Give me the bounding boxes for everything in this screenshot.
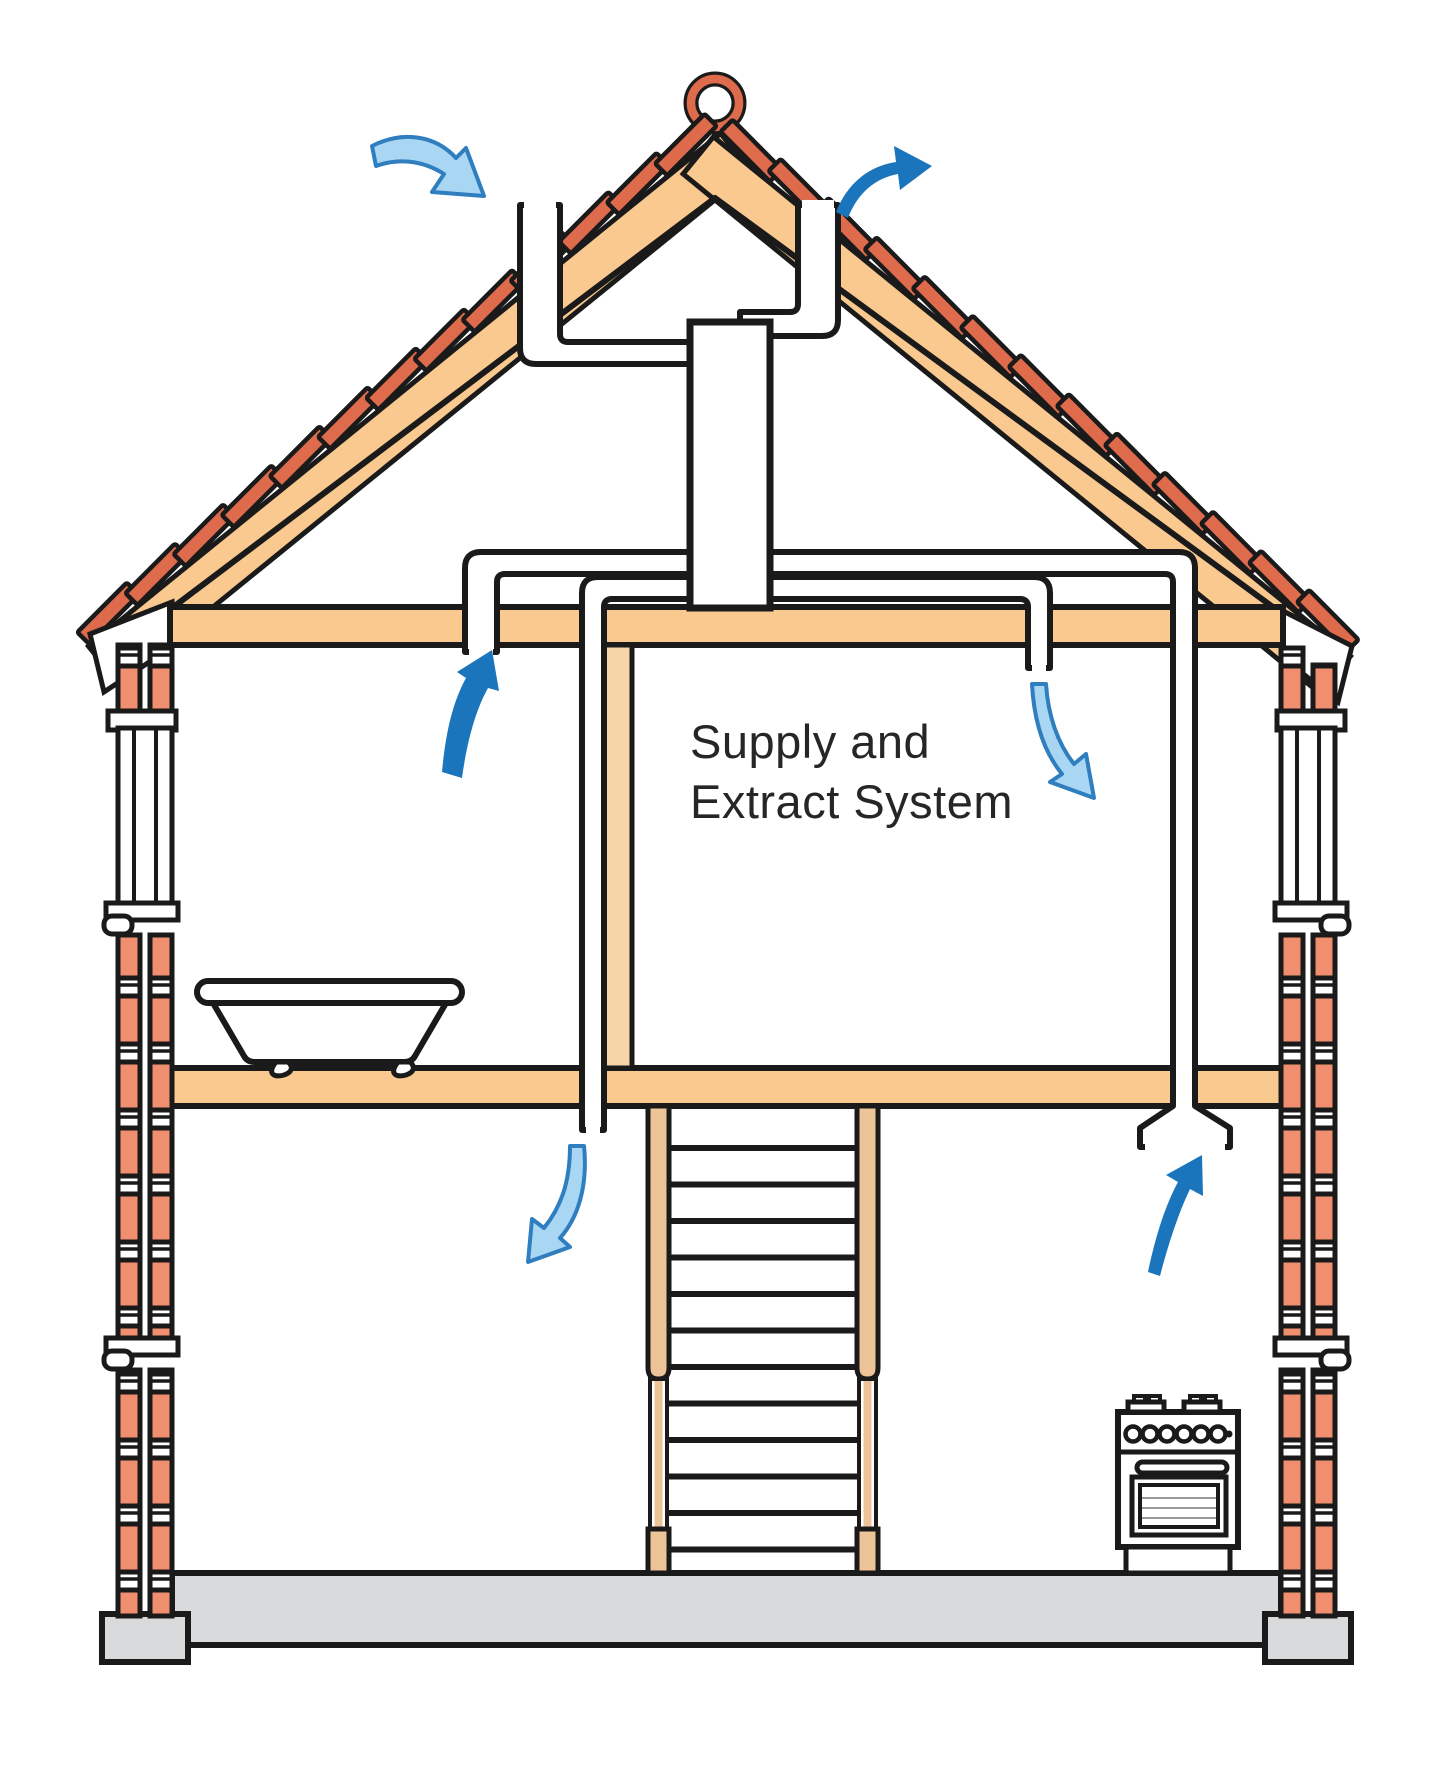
window-left — [115, 725, 175, 914]
bathtub — [194, 978, 465, 1079]
ductwork — [462, 202, 1233, 1150]
ledge-drip — [1318, 1348, 1352, 1372]
oven-window — [1138, 1483, 1220, 1529]
stale-air-exhaust-arrow — [836, 146, 932, 218]
cooker-handle — [1134, 1459, 1230, 1476]
stair-post-right-base — [854, 1526, 881, 1576]
first-floor-ceiling — [167, 604, 1286, 648]
cooker — [1115, 1394, 1241, 1576]
partition-wall — [601, 642, 635, 1071]
ledge-drip — [1318, 913, 1352, 937]
cooker-base — [1123, 1544, 1233, 1576]
stair-post-left-base — [645, 1526, 672, 1576]
wall-left — [101, 642, 181, 1619]
cooker-knobs — [1123, 1424, 1233, 1444]
first-floor — [167, 1065, 1286, 1109]
airflow-arrows — [370, 134, 1203, 1276]
roof-tiles-left — [75, 112, 719, 646]
hall-supply-arrow — [526, 1144, 587, 1264]
staircase — [645, 1103, 881, 1576]
ground-slab — [169, 1570, 1284, 1648]
window-right — [1278, 725, 1338, 914]
stair-post-left-upper — [645, 1103, 672, 1382]
bathtub-rim — [194, 978, 465, 1006]
caption-line-2: Extract System — [690, 775, 1013, 828]
bathtub-foot — [391, 1059, 416, 1079]
ledge-drip — [101, 913, 135, 937]
caption: Supply and Extract System — [690, 715, 1013, 828]
bathroom-extract-arrow — [442, 650, 499, 778]
bathtub-body — [207, 1000, 452, 1065]
wall-right — [1272, 645, 1352, 1619]
caption-line-1: Supply and — [690, 715, 930, 768]
bedroom-supply-arrow — [1030, 682, 1096, 800]
extract-header-duct — [462, 549, 1233, 1150]
bathtub-foot — [269, 1059, 294, 1079]
fresh-air-intake-arrow — [370, 134, 486, 198]
supply-header-duct — [579, 574, 1053, 1133]
ledge-drip — [101, 1348, 135, 1372]
heat-recovery-unit — [686, 318, 774, 612]
stair-post-right-upper — [854, 1103, 881, 1382]
stair-treads — [669, 1145, 857, 1553]
foundation-left — [99, 1611, 191, 1665]
foundation-right — [1262, 1611, 1354, 1665]
attic-rafter-underside — [170, 195, 1283, 616]
kitchen-extract-arrow — [1148, 1155, 1203, 1276]
cooker-burners — [1125, 1394, 1223, 1415]
